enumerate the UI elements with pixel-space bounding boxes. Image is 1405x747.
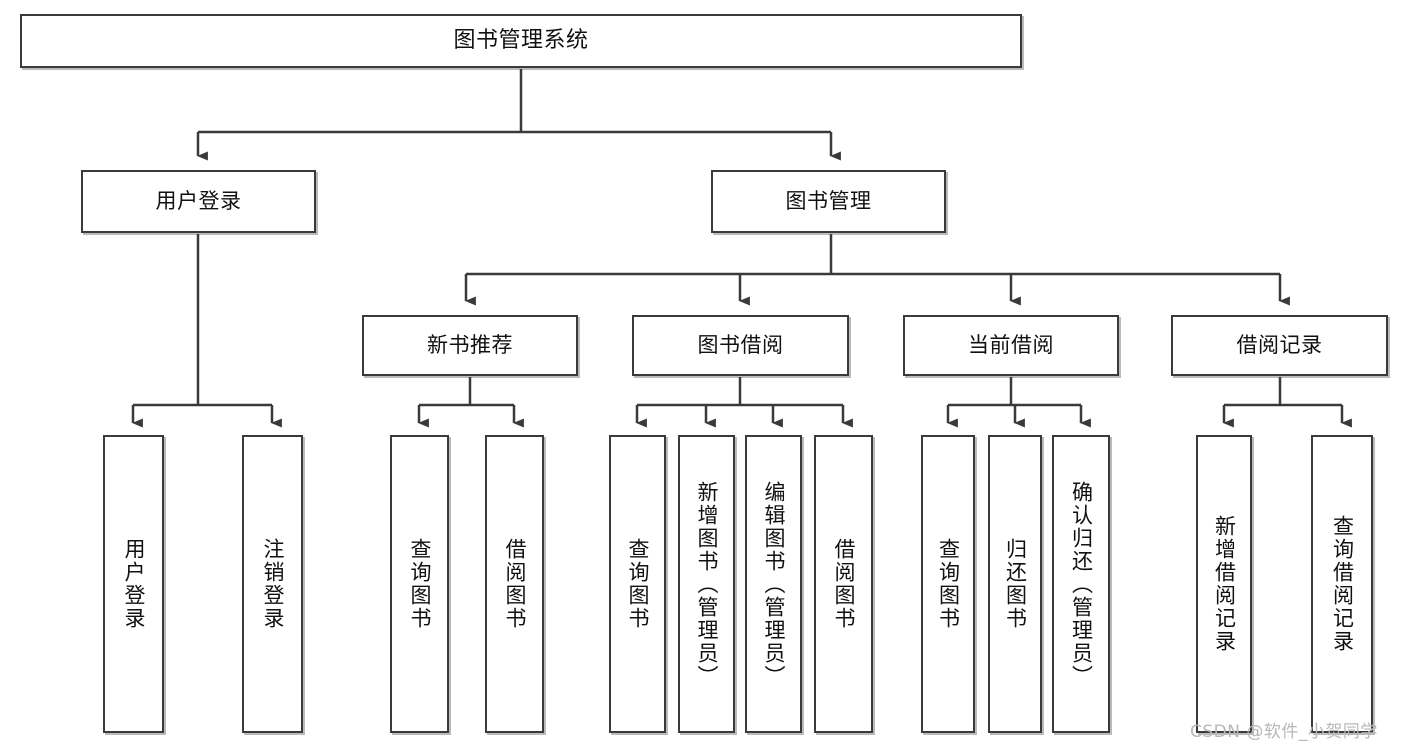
watermark: CSDN @软件_小贺同学: [1190, 722, 1378, 742]
node-root-label: 图书管理系统: [453, 28, 589, 54]
leaf-add-record-label: 新增借阅记录: [1212, 515, 1237, 653]
node-user-login[interactable]: 用户登录: [81, 170, 316, 233]
leaf-logout-login[interactable]: 注销登录: [242, 435, 303, 733]
leaf-add-book[interactable]: 新增图书（管理员）: [678, 435, 735, 733]
leaf-logout-login-label: 注销登录: [261, 538, 285, 630]
node-book-manage-label: 图书管理: [785, 189, 872, 214]
leaf-borrow-book-2-label: 借阅图书: [832, 538, 856, 630]
node-new-book-recommend-label: 新书推荐: [427, 333, 513, 358]
node-current-borrow[interactable]: 当前借阅: [903, 315, 1119, 376]
leaf-confirm-return-label: 确认归还（管理员）: [1069, 480, 1094, 688]
node-book-borrow-label: 图书借阅: [697, 333, 784, 358]
node-book-manage[interactable]: 图书管理: [711, 170, 946, 233]
leaf-return-book-label: 归还图书: [1003, 538, 1028, 630]
leaf-return-book[interactable]: 归还图书: [988, 435, 1042, 733]
leaf-add-record[interactable]: 新增借阅记录: [1196, 435, 1252, 733]
leaf-add-book-label: 新增图书（管理员）: [695, 480, 719, 688]
node-current-borrow-label: 当前借阅: [968, 333, 1054, 358]
node-user-login-label: 用户登录: [155, 189, 242, 214]
leaf-edit-book[interactable]: 编辑图书（管理员）: [745, 435, 802, 733]
leaf-borrow-book-1[interactable]: 借阅图书: [485, 435, 544, 733]
leaf-user-login[interactable]: 用户登录: [103, 435, 164, 733]
leaf-confirm-return[interactable]: 确认归还（管理员）: [1052, 435, 1110, 733]
node-borrow-record[interactable]: 借阅记录: [1171, 315, 1388, 376]
leaf-query-book-3[interactable]: 查询图书: [921, 435, 975, 733]
leaf-query-book-2[interactable]: 查询图书: [609, 435, 666, 733]
node-root[interactable]: 图书管理系统: [20, 14, 1022, 68]
leaf-query-record[interactable]: 查询借阅记录: [1311, 435, 1373, 733]
leaf-user-login-label: 用户登录: [122, 538, 146, 630]
node-borrow-record-label: 借阅记录: [1236, 333, 1323, 358]
leaf-borrow-book-1-label: 借阅图书: [503, 538, 527, 630]
node-new-book-recommend[interactable]: 新书推荐: [362, 315, 578, 376]
node-book-borrow[interactable]: 图书借阅: [632, 315, 849, 376]
leaf-query-book-3-label: 查询图书: [936, 538, 961, 630]
leaf-borrow-book-2[interactable]: 借阅图书: [814, 435, 873, 733]
leaf-query-book-2-label: 查询图书: [626, 538, 650, 630]
leaf-query-book-1[interactable]: 查询图书: [390, 435, 449, 733]
leaf-query-book-1-label: 查询图书: [408, 538, 432, 630]
leaf-edit-book-label: 编辑图书（管理员）: [762, 480, 786, 688]
leaf-query-record-label: 查询借阅记录: [1330, 515, 1355, 653]
